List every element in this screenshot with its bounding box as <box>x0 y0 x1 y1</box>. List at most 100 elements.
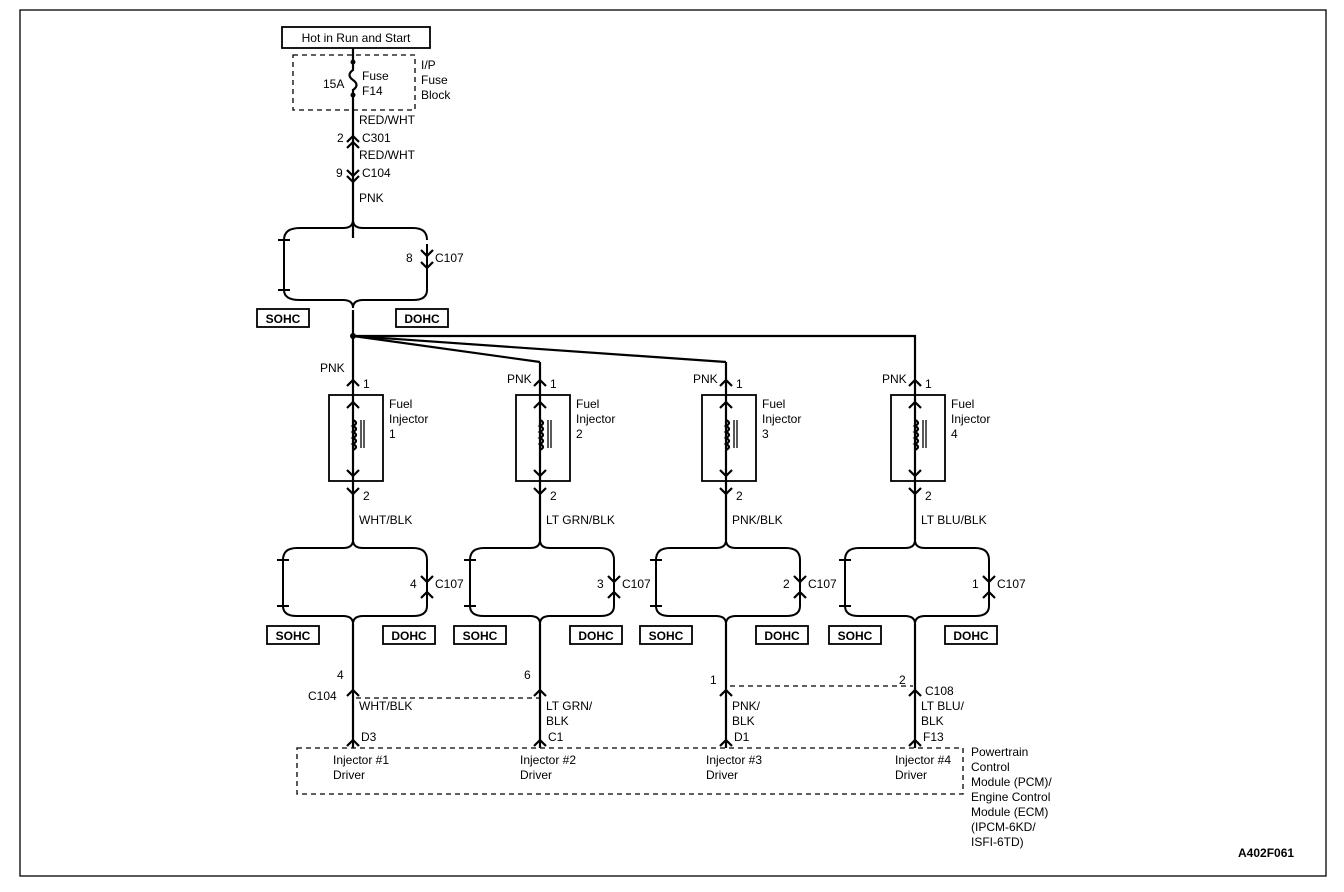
injector-3-label-1: Fuel <box>762 397 785 411</box>
injector-1-label-1: Fuel <box>389 397 412 411</box>
injector-2-dohc-label: DOHC <box>578 629 614 643</box>
branch-to-injector-2 <box>352 334 541 364</box>
injector-4-brace <box>844 539 990 561</box>
injector-3-pin2-connector <box>719 487 733 496</box>
injector-1-driver-label-1: Injector #1 <box>333 753 389 767</box>
fuse-symbol <box>348 62 358 95</box>
injector-4-body <box>890 394 946 482</box>
injector-1-body <box>328 394 384 482</box>
injector-2-sohc-label: SOHC <box>463 629 498 643</box>
injector-2-c107-connector <box>607 575 621 584</box>
injector-3-label-3: 3 <box>762 427 769 441</box>
module-label-4: Engine Control <box>971 790 1050 804</box>
injector-4-pin1-connector <box>908 378 922 387</box>
fuse-id: F14 <box>362 84 383 98</box>
injector-1-driver-label-2: Driver <box>333 768 365 782</box>
injector-1-sohc-label: SOHC <box>276 629 311 643</box>
injector-4-pin2-connector <box>908 487 922 496</box>
injector-2-pin-in: 1 <box>550 377 557 391</box>
injector-1-c107-label: C107 <box>435 577 464 591</box>
injector-1-pcm-connector <box>346 688 360 697</box>
injector-2-pin2-connector <box>533 487 547 496</box>
injector-3-brace <box>655 539 801 561</box>
hot-in-run-start-box <box>281 26 431 49</box>
injector-4-pcm-wire-2: BLK <box>921 714 944 728</box>
injector-2-pcm-pin: 6 <box>524 668 531 682</box>
injector-2-driver-label-1: Injector #2 <box>520 753 576 767</box>
injector-1-dohc-box <box>382 625 436 645</box>
injector-4-pin-in: 1 <box>925 377 932 391</box>
injector-1-sohc-box <box>266 625 320 645</box>
injector-2-pcm-wire-1: LT GRN/ <box>546 699 593 713</box>
c301-connector <box>346 134 360 143</box>
c107-top-label: C107 <box>435 251 464 265</box>
injector-2-body <box>515 394 571 482</box>
injector-4-dohc-label: DOHC <box>953 629 989 643</box>
injector-4-feed-wire: PNK <box>882 372 907 386</box>
injector-2-pcm-connector <box>533 688 547 697</box>
injector-3-sohc-label: SOHC <box>649 629 684 643</box>
injector-4-pin-out: 2 <box>925 489 932 503</box>
feed-wire-1-color: RED/WHT <box>359 113 416 127</box>
injector-2-feed-wire: PNK <box>507 372 532 386</box>
injector-3-body <box>701 394 757 482</box>
injector-2-out-wire: LT GRN/BLK <box>546 513 615 527</box>
injector-2-label-1: Fuel <box>576 397 599 411</box>
branch-to-injector-3 <box>352 334 727 364</box>
injector-1-pcm-pin: 4 <box>337 668 344 682</box>
injector-2-brace <box>469 539 615 561</box>
injector-3-sohc-box <box>639 625 693 645</box>
module-label-6: (IPCM-6KD/ <box>971 820 1036 834</box>
c301-pin: 2 <box>337 131 344 145</box>
figure-id: A402F061 <box>1238 846 1294 860</box>
injector-3-driver-label-1: Injector #3 <box>706 753 762 767</box>
injector-4-pcm-pin: 2 <box>899 673 906 687</box>
feed-wire-3-color: PNK <box>359 191 384 205</box>
injector-4-label-3: 4 <box>951 427 958 441</box>
injector-1-dohc-label: DOHC <box>391 629 427 643</box>
injector-2-c107-label: C107 <box>622 577 651 591</box>
c107-top-pin: 8 <box>406 251 413 265</box>
fuse-block-label-3: Block <box>421 88 451 102</box>
injector-3-dohc-label: DOHC <box>764 629 800 643</box>
top-brace-lower <box>283 289 428 309</box>
injector-3-pin1-connector <box>719 378 733 387</box>
injector-3-pcm-connector <box>719 688 733 697</box>
injector-1-coil-icon <box>350 419 358 451</box>
c107-top-connector <box>420 249 434 258</box>
injector-2-pcm-terminal: C1 <box>548 730 564 744</box>
injector-3-dohc-box <box>755 625 809 645</box>
module-label-2: Control <box>971 760 1010 774</box>
injector-3-pin-out: 2 <box>736 489 743 503</box>
injector-2-c107-pin: 3 <box>597 577 604 591</box>
injector-3-feed-wire: PNK <box>693 372 718 386</box>
injector-3-c107-label: C107 <box>808 577 837 591</box>
injector-2-pin-out: 2 <box>550 489 557 503</box>
injector-4-dohc-box <box>944 625 998 645</box>
injector-3-out-wire: PNK/BLK <box>732 513 783 527</box>
fuse-block-label-2: Fuse <box>421 73 448 87</box>
injector-2-label-3: 2 <box>576 427 583 441</box>
injector-4-c107-pin: 1 <box>972 577 979 591</box>
module-label-7: ISFI-6TD) <box>971 835 1024 849</box>
c104-connector <box>346 169 360 178</box>
injector-3-pcm-pin: 1 <box>710 673 717 687</box>
injector-1-label-3: 1 <box>389 427 396 441</box>
top-dohc-label: DOHC <box>404 312 440 326</box>
injector-1-c107-connector <box>420 575 434 584</box>
pcm-module-outline <box>296 747 964 795</box>
injector-2-dohc-box <box>569 625 623 645</box>
injector-2-pcm-wire-2: BLK <box>546 714 569 728</box>
injector-3-pcm-wire-2: BLK <box>732 714 755 728</box>
injector-2-sohc-box <box>453 625 507 645</box>
injector-2-driver-label-2: Driver <box>520 768 552 782</box>
injector-4-pcm-terminal: F13 <box>923 730 944 744</box>
injector-4-pcm-connector <box>908 688 922 697</box>
injector-1-pcm-wire-1: WHT/BLK <box>359 699 412 713</box>
diagram-frame <box>19 9 1327 877</box>
injector-4-c107-label: C107 <box>997 577 1026 591</box>
